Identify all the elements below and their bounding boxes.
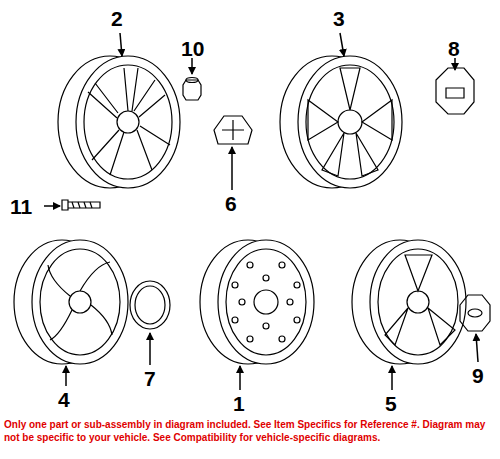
callout-number: 4	[58, 389, 70, 410]
callout-number: 2	[111, 8, 123, 29]
callout-number: 9	[472, 365, 484, 386]
callout-number: 6	[225, 193, 237, 214]
callout-number: 1	[233, 393, 245, 414]
callout-number: 5	[385, 393, 397, 414]
callout-number: 8	[448, 38, 460, 59]
callout-number: 11	[10, 196, 32, 217]
disclaimer-note: Only one part or sub-assembly in diagram…	[4, 418, 496, 444]
callout-number: 7	[144, 368, 156, 389]
callout-number: 3	[333, 8, 345, 29]
callout-number: 10	[181, 38, 204, 59]
